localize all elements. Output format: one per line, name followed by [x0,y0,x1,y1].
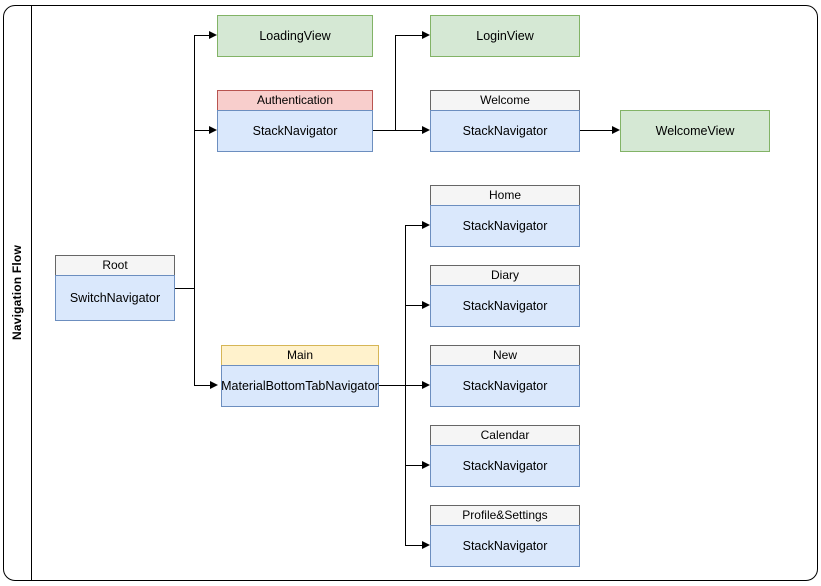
node-root-header: Root [55,255,175,275]
edge-root-dropper [194,288,196,386]
arrowhead-profile [422,541,430,549]
edge-auth-riser [395,35,397,131]
edge-to-welcomeview [580,130,614,132]
node-calendar-body: StackNavigator [430,445,580,487]
edge-to-loadingview [194,35,211,37]
node-home-body: StackNavigator [430,205,580,247]
arrowhead-welcome [422,126,430,134]
edge-to-calendar [405,465,424,467]
node-main-header: Main [221,345,379,365]
node-main[interactable]: Main MaterialBottomTabNavigator [221,345,379,407]
node-root-body: SwitchNavigator [55,275,175,321]
arrowhead-welcomeview [612,126,620,134]
node-authentication[interactable]: Authentication StackNavigator [217,90,373,152]
edge-to-loginview [395,35,424,37]
arrowhead-home [422,221,430,229]
node-new-body: StackNavigator [430,365,580,407]
node-authentication-body: StackNavigator [217,110,373,152]
arrowhead-diary [422,301,430,309]
node-welcome-view[interactable]: WelcomeView [620,110,770,152]
pool-title-label: Navigation Flow [10,245,24,341]
node-root[interactable]: Root SwitchNavigator [55,255,175,321]
edge-main-trunk [379,385,406,387]
edge-to-authentication [194,130,211,132]
edge-to-diary [405,305,424,307]
arrowhead-loadingview [209,31,217,39]
node-diary-header: Diary [430,265,580,285]
edge-to-welcome [395,130,424,132]
edge-auth-trunk [372,130,396,132]
node-loading-view[interactable]: LoadingView [217,15,373,57]
node-profile-settings-body: StackNavigator [430,525,580,567]
node-diary[interactable]: Diary StackNavigator [430,265,580,327]
edge-to-profile [405,545,424,547]
node-home[interactable]: Home StackNavigator [430,185,580,247]
arrowhead-main [210,381,218,389]
arrowhead-calendar [422,461,430,469]
node-home-header: Home [430,185,580,205]
node-main-body: MaterialBottomTabNavigator [221,365,379,407]
node-calendar[interactable]: Calendar StackNavigator [430,425,580,487]
edge-to-home [405,225,424,227]
arrowhead-new [422,381,430,389]
node-welcome[interactable]: Welcome StackNavigator [430,90,580,152]
pool-title: Navigation Flow [3,5,31,581]
edge-to-main [194,385,212,387]
node-welcome-header: Welcome [430,90,580,110]
lane-divider [31,5,32,581]
node-profile-settings-header: Profile&Settings [430,505,580,525]
node-profile-settings[interactable]: Profile&Settings StackNavigator [430,505,580,567]
edge-root-riser [194,35,196,289]
node-authentication-header: Authentication [217,90,373,110]
edge-root-trunk [175,288,195,290]
arrowhead-loginview [422,31,430,39]
node-calendar-header: Calendar [430,425,580,445]
node-new-header: New [430,345,580,365]
node-welcome-body: StackNavigator [430,110,580,152]
arrowhead-authentication [209,126,217,134]
node-diary-body: StackNavigator [430,285,580,327]
node-login-view[interactable]: LoginView [430,15,580,57]
edge-to-new [405,385,424,387]
node-new[interactable]: New StackNavigator [430,345,580,407]
